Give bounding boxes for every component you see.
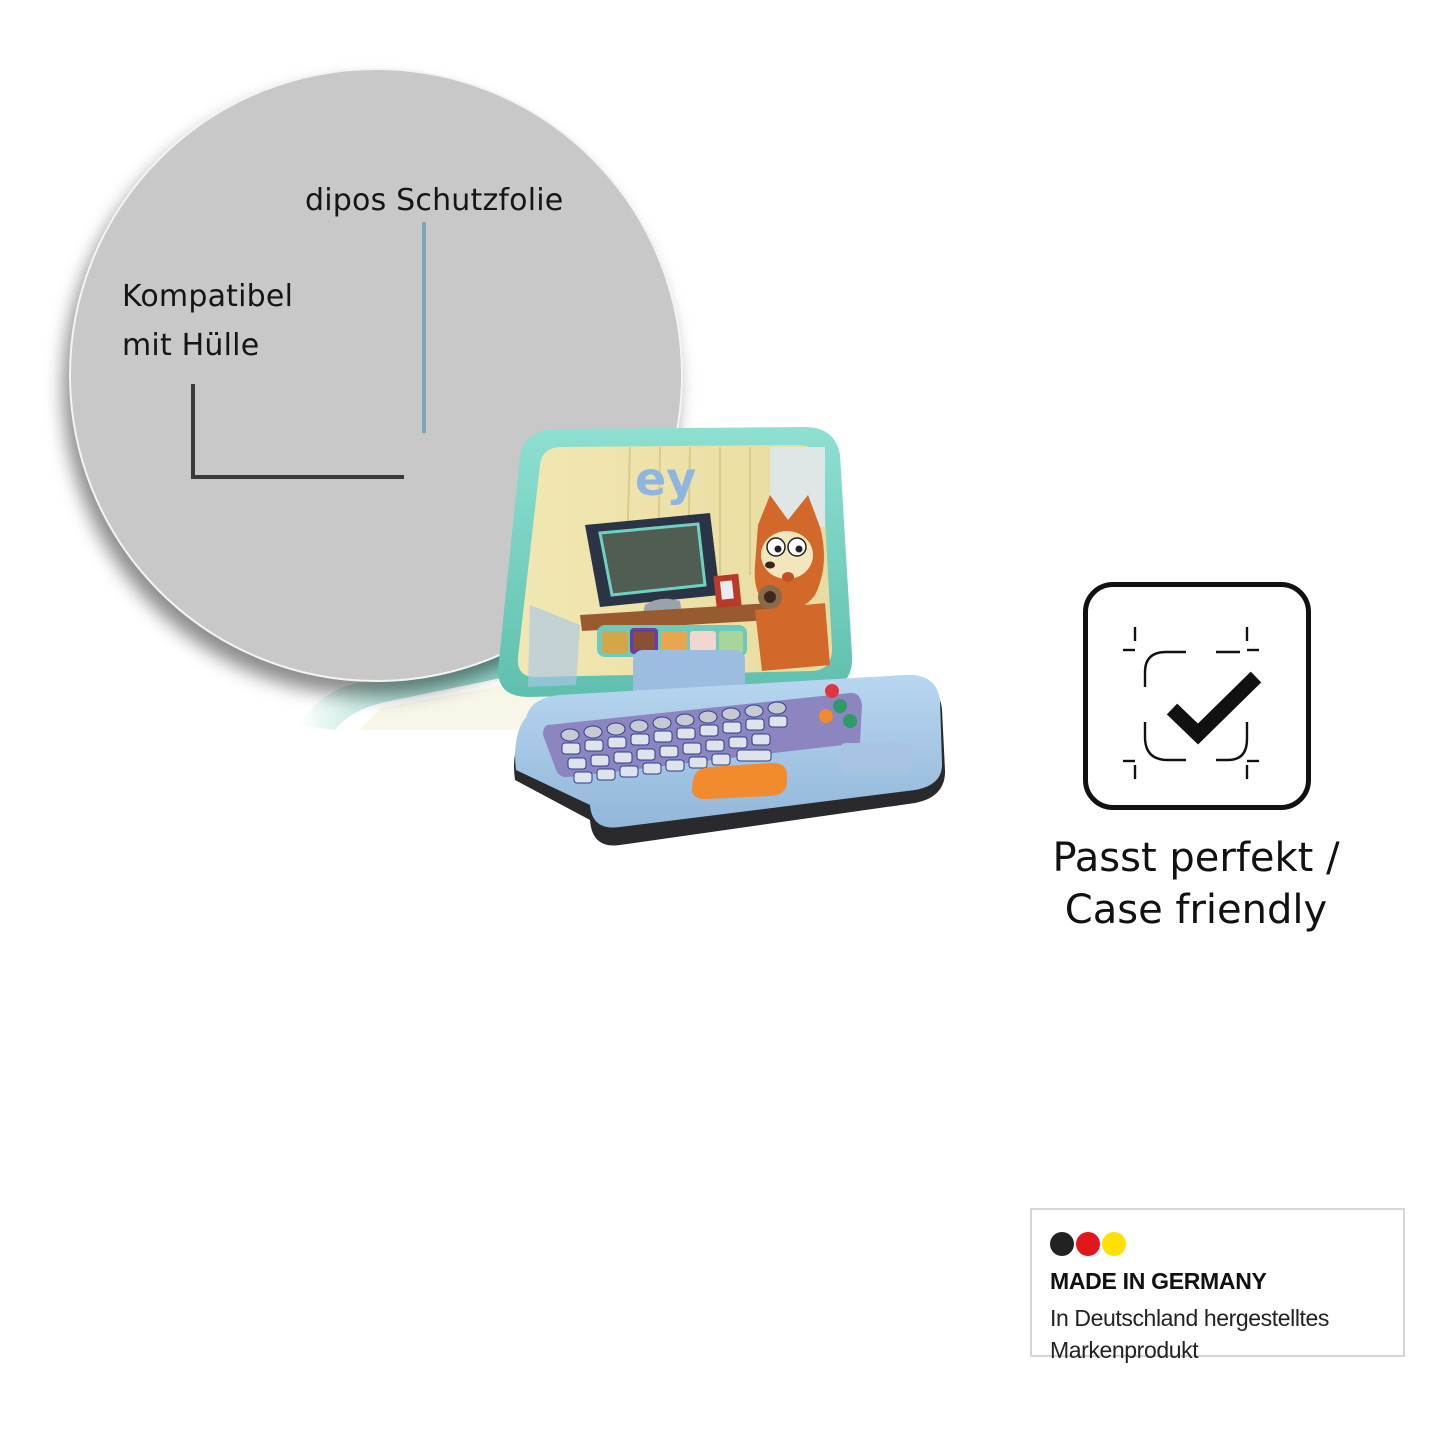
case-label-line2: mit Hülle bbox=[122, 328, 260, 363]
flag-dot-red bbox=[1076, 1232, 1100, 1256]
badge-subtitle-line2: Markenprodukt bbox=[1050, 1337, 1199, 1363]
badge-subtitle: In Deutschland hergestelltes Markenprodu… bbox=[1050, 1302, 1329, 1366]
flag-dot-black bbox=[1050, 1232, 1074, 1256]
case-friendly-check-icon bbox=[1123, 627, 1262, 779]
badge-title: MADE IN GERMANY bbox=[1050, 1268, 1267, 1294]
cartridge-strip bbox=[597, 625, 747, 657]
film-pointer-line bbox=[422, 222, 426, 433]
feature-caption: Passt perfekt / Case friendly bbox=[1000, 832, 1392, 936]
bingo-character bbox=[754, 495, 830, 671]
case-pointer-line-vertical bbox=[191, 384, 195, 479]
laptop-base bbox=[514, 674, 946, 846]
badge-subtitle-line1: In Deutschland hergestelltes bbox=[1050, 1305, 1330, 1331]
made-in-germany-badge: MADE IN GERMANY In Deutschland hergestel… bbox=[1030, 1208, 1405, 1363]
number-keys bbox=[560, 701, 787, 742]
case-friendly-icon-box bbox=[1083, 582, 1311, 810]
laptop-lid: ey bbox=[498, 427, 853, 697]
letter-keys bbox=[561, 715, 788, 784]
feature-caption-line2: Case friendly bbox=[1064, 887, 1328, 933]
german-flag-dots-icon bbox=[1050, 1232, 1126, 1256]
laptop-lid-ghost bbox=[300, 648, 540, 730]
svg-text:ey: ey bbox=[635, 452, 696, 506]
toy-laptop-image: ey bbox=[498, 427, 946, 846]
case-label-line1: Kompatibel bbox=[122, 279, 294, 314]
trackpad bbox=[692, 762, 787, 800]
film-label: dipos Schutzfolie bbox=[305, 183, 564, 218]
flag-dot-gold bbox=[1102, 1232, 1126, 1256]
case-pointer-line-horizontal bbox=[191, 475, 404, 479]
feature-caption-line1: Passt perfekt / bbox=[1052, 835, 1340, 881]
